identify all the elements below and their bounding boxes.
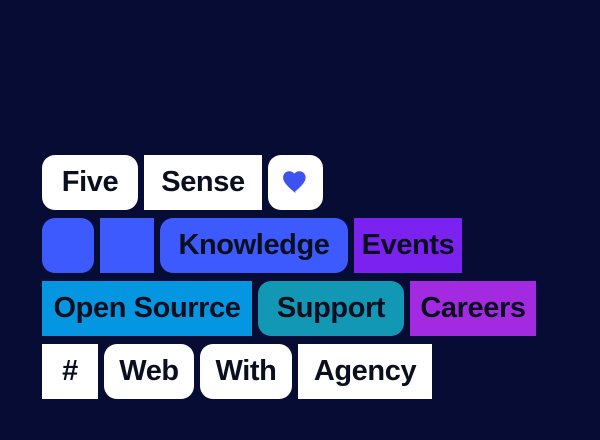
tag-label: Support: [276, 292, 386, 324]
tag-sense[interactable]: Sense: [144, 155, 262, 210]
tag-label: Web: [119, 355, 179, 387]
tag-open-sourrce[interactable]: Open Sourrce: [42, 281, 252, 336]
tag-row-2: Knowledge Events: [42, 218, 536, 273]
tag-label: Events: [361, 229, 455, 261]
tag-careers[interactable]: Careers: [410, 281, 536, 336]
tag-row-3: Open Sourrce Support Careers: [42, 281, 536, 336]
tag-label: Careers: [420, 292, 526, 324]
tag-events[interactable]: Events: [354, 218, 462, 273]
tag-label: Open Sourrce: [53, 292, 241, 324]
tag-placeholder-2-2[interactable]: [100, 218, 154, 273]
heart-icon: [282, 169, 309, 196]
tag-heart-icon[interactable]: [268, 155, 323, 210]
tag-label: Agency: [313, 355, 417, 387]
tag-row-4: # Web With Agency: [42, 344, 536, 399]
tag-blank[interactable]: #: [42, 344, 98, 399]
tag-label: #: [62, 355, 78, 387]
tag-five[interactable]: Five: [42, 155, 138, 210]
tag-placeholder-2-1[interactable]: [42, 218, 94, 273]
tag-label: Five: [61, 166, 119, 198]
tag-web[interactable]: Web: [104, 344, 194, 399]
tag-row-1: Five Sense: [42, 155, 536, 210]
tag-with[interactable]: With: [200, 344, 292, 399]
tag-knowledge[interactable]: Knowledge: [160, 218, 348, 273]
tag-agency[interactable]: Agency: [298, 344, 432, 399]
tag-label: Knowledge: [178, 229, 330, 261]
tag-support[interactable]: Support: [258, 281, 404, 336]
tag-label: With: [215, 355, 277, 387]
tag-label: Sense: [161, 166, 245, 198]
